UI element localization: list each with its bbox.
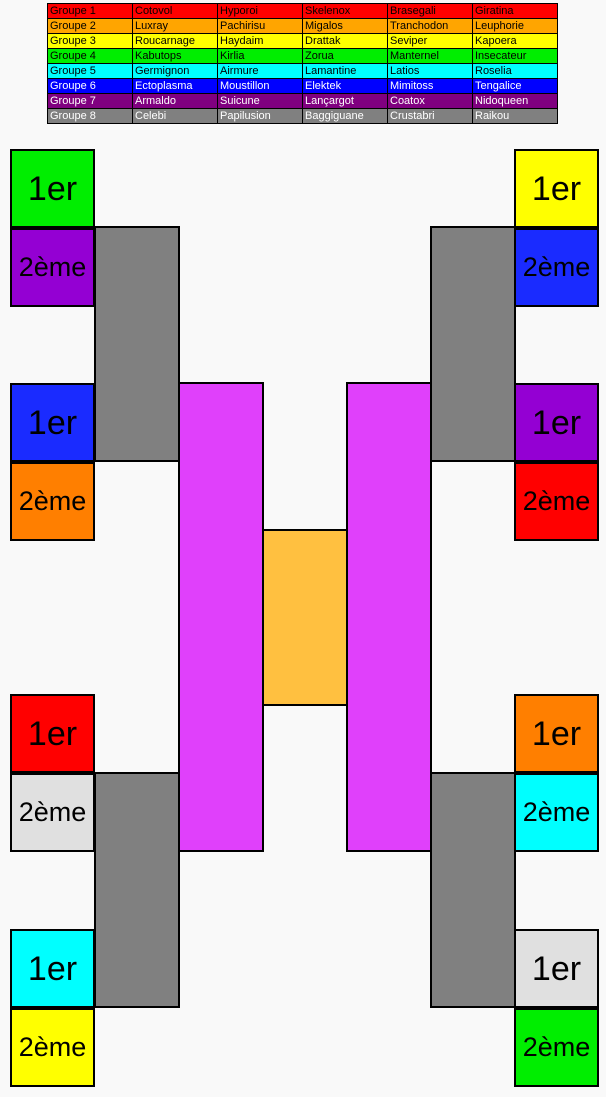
group-member-cell: Migalos (302, 18, 388, 34)
group-member-cell: Drattak (302, 33, 388, 49)
right-slot-2-first: 1er (514, 383, 599, 462)
group-member-cell: Papilusion (217, 108, 303, 124)
group-member-cell: Suicune (217, 93, 303, 109)
group-member-cell: Manternel (387, 48, 473, 64)
group-name-cell: Groupe 4 (47, 48, 133, 64)
group-member-cell: Skelenox (302, 3, 388, 19)
group-member-cell: Raikou (472, 108, 558, 124)
group-member-cell: Cotovol (132, 3, 218, 19)
group-member-cell: Armaldo (132, 93, 218, 109)
group-member-cell: Tengalice (472, 78, 558, 94)
group-member-cell: Kirlia (217, 48, 303, 64)
group-member-cell: Coatox (387, 93, 473, 109)
final-block (262, 529, 348, 706)
right-slot-3-second: 2ème (514, 773, 599, 852)
group-member-cell: Kabutops (132, 48, 218, 64)
right-slot-4-first: 1er (514, 929, 599, 1008)
group-name-cell: Groupe 6 (47, 78, 133, 94)
left-slot-1-first: 1er (10, 149, 95, 228)
left-slot-2-second: 2ème (10, 462, 95, 541)
group-member-cell: Germignon (132, 63, 218, 79)
semifinal-right (346, 382, 432, 852)
left-slot-2-first: 1er (10, 383, 95, 462)
group-member-cell: Hyporoi (217, 3, 303, 19)
group-member-cell: Haydaim (217, 33, 303, 49)
group-member-cell: Latios (387, 63, 473, 79)
group-member-cell: Luxray (132, 18, 218, 34)
semifinal-left (178, 382, 264, 852)
left-slot-1-second: 2ème (10, 228, 95, 307)
group-member-cell: Baggiguane (302, 108, 388, 124)
right-slot-2-second: 2ème (514, 462, 599, 541)
group-member-cell: Lançargot (302, 93, 388, 109)
group-member-cell: Nidoqueen (472, 93, 558, 109)
group-member-cell: Brasegali (387, 3, 473, 19)
group-member-cell: Crustabri (387, 108, 473, 124)
group-member-cell: Elektek (302, 78, 388, 94)
right-slot-1-first: 1er (514, 149, 599, 228)
group-name-cell: Groupe 3 (47, 33, 133, 49)
quarterfinal-left-bottom (94, 772, 180, 1008)
group-name-cell: Groupe 8 (47, 108, 133, 124)
right-slot-3-first: 1er (514, 694, 599, 773)
group-member-cell: Roselia (472, 63, 558, 79)
left-slot-4-second: 2ème (10, 1008, 95, 1087)
group-member-cell: Giratina (472, 3, 558, 19)
group-member-cell: Celebi (132, 108, 218, 124)
left-slot-4-first: 1er (10, 929, 95, 1008)
group-member-cell: Mimitoss (387, 78, 473, 94)
group-member-cell: Ectoplasma (132, 78, 218, 94)
group-name-cell: Groupe 7 (47, 93, 133, 109)
group-member-cell: Zorua (302, 48, 388, 64)
group-name-cell: Groupe 1 (47, 3, 133, 19)
group-member-cell: Kapoera (472, 33, 558, 49)
right-slot-4-second: 2ème (514, 1008, 599, 1087)
quarterfinal-right-bottom (430, 772, 516, 1008)
group-name-cell: Groupe 2 (47, 18, 133, 34)
group-name-cell: Groupe 5 (47, 63, 133, 79)
group-member-cell: Airmure (217, 63, 303, 79)
left-slot-3-first: 1er (10, 694, 95, 773)
group-member-cell: Tranchodon (387, 18, 473, 34)
group-member-cell: Pachirisu (217, 18, 303, 34)
group-member-cell: Insecateur (472, 48, 558, 64)
quarterfinal-right-top (430, 226, 516, 462)
group-member-cell: Seviper (387, 33, 473, 49)
right-slot-1-second: 2ème (514, 228, 599, 307)
group-member-cell: Lamantine (302, 63, 388, 79)
group-member-cell: Roucarnage (132, 33, 218, 49)
group-member-cell: Leuphorie (472, 18, 558, 34)
group-member-cell: Moustillon (217, 78, 303, 94)
left-slot-3-second: 2ème (10, 773, 95, 852)
quarterfinal-left-top (94, 226, 180, 462)
